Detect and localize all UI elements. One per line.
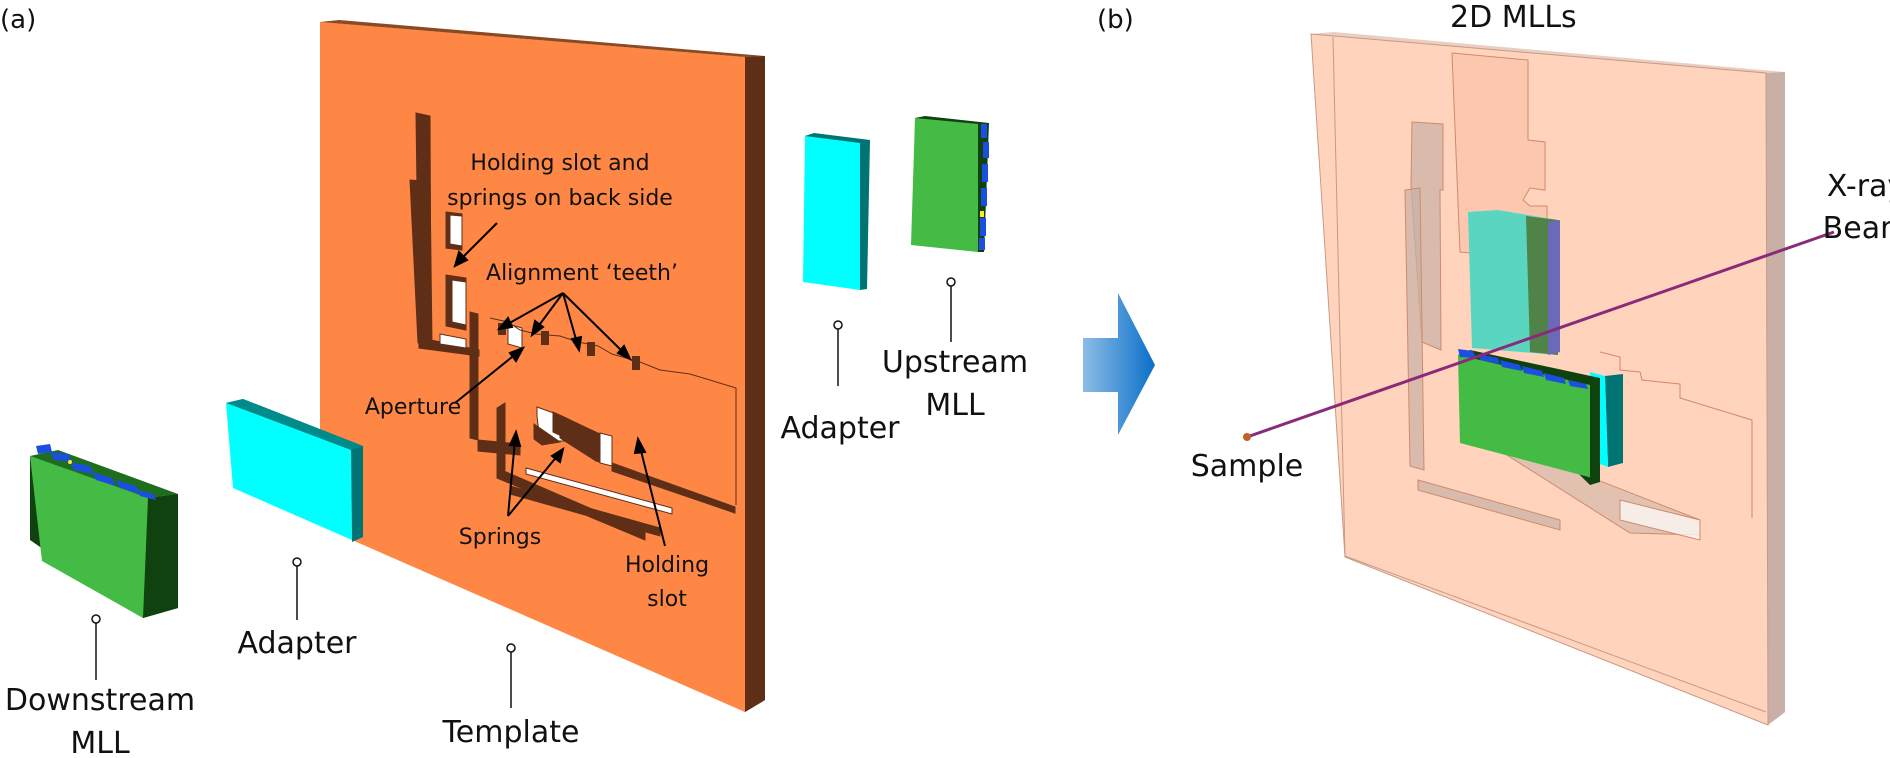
panel-a-label: (a) — [0, 5, 36, 35]
label-xray-line2: Beam — [1823, 211, 1890, 246]
label-alignment-teeth: Alignment ‘teeth’ — [486, 261, 678, 286]
pin-template — [506, 643, 516, 653]
label-adapter-right: Adapter — [780, 411, 900, 446]
label-holding-slot-line2: slot — [647, 587, 687, 612]
annotation-arrows — [453, 222, 666, 547]
transition-arrow-icon — [1083, 293, 1155, 435]
label-holding-slot-line1: Holding — [625, 553, 709, 578]
sample-point — [1243, 433, 1251, 441]
label-adapter-left: Adapter — [237, 626, 357, 661]
upstream-mll — [911, 116, 989, 252]
xray-beam — [1246, 230, 1835, 439]
label-template: Template — [442, 715, 580, 750]
assembled-mll-pads — [1458, 349, 1588, 389]
label-upstream-mll-line1: Upstream — [882, 345, 1028, 380]
assembled-downstream-mll — [1458, 349, 1623, 485]
adapter-right — [803, 133, 870, 290]
label-downstream-mll-line1: Downstream — [5, 683, 195, 718]
leader-pins — [91, 277, 956, 708]
label-upstream-mll-line2: MLL — [925, 388, 985, 423]
alignment-teeth-outline — [489, 317, 737, 505]
label-sample: Sample — [1191, 449, 1304, 484]
label-downstream-mll-line2: MLL — [70, 726, 130, 758]
adapter-left — [226, 399, 363, 542]
label-aperture: Aperture — [365, 395, 461, 420]
pin-upstream — [946, 277, 956, 287]
panel-b-label: (b) — [1097, 5, 1134, 35]
panel-b-title: 2D MLLs — [1450, 0, 1577, 35]
label-xray-line1: X-ray — [1827, 169, 1890, 204]
label-springs: Springs — [459, 525, 541, 550]
upstream-mll-multilayer — [979, 124, 989, 250]
pin-adapter-left — [292, 557, 302, 567]
pin-downstream — [91, 614, 101, 624]
ghost-slots — [1404, 52, 1753, 541]
label-holding-slot-back-line1: Holding slot and — [470, 151, 649, 176]
assembled-upstream-stack — [1468, 210, 1560, 355]
template-plate — [320, 20, 765, 712]
label-holding-slot-back-line2: springs on back side — [447, 186, 673, 211]
pin-adapter-right — [833, 320, 843, 330]
template-slots — [409, 112, 736, 541]
mll-multilayer-pads — [36, 444, 156, 500]
template-side-edge — [745, 56, 765, 712]
downstream-mll — [30, 444, 178, 618]
